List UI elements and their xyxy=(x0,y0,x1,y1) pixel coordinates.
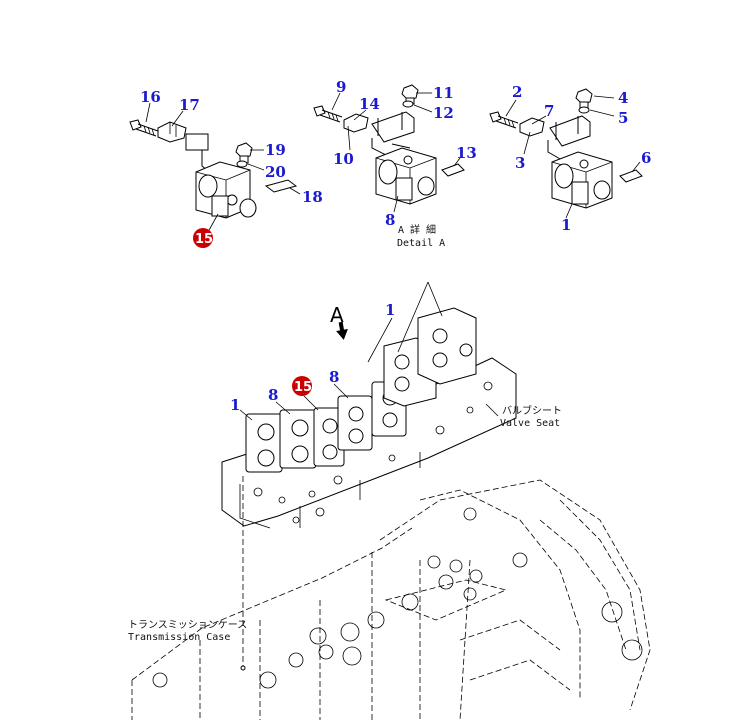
plug-icon xyxy=(575,88,593,109)
solenoid-valve-icon xyxy=(195,161,257,219)
bolt-icon xyxy=(313,105,343,123)
callout-17: 17 xyxy=(179,96,200,114)
assembly-right xyxy=(489,88,643,219)
callout-13: 13 xyxy=(456,144,477,162)
callout-11: 11 xyxy=(433,84,454,102)
bracket-icon xyxy=(157,121,187,143)
bracket-icon xyxy=(343,113,369,133)
callout-7: 7 xyxy=(544,102,554,120)
callout-10: 10 xyxy=(333,150,354,168)
callout-4: 4 xyxy=(618,89,628,107)
assembly-left xyxy=(129,102,301,233)
view-arrow-label: A xyxy=(330,303,344,327)
assembly-detail-a xyxy=(313,84,465,213)
callout-12: 12 xyxy=(433,104,454,122)
callout-19: 19 xyxy=(265,141,286,159)
callout-8-detail: 8 xyxy=(385,211,395,229)
transmission-case-en-label: Transmission Case xyxy=(128,632,230,643)
callout-6: 6 xyxy=(641,149,651,167)
callout-14: 14 xyxy=(359,95,380,113)
label-plate-icon xyxy=(619,169,643,183)
o-ring-icon xyxy=(236,160,248,168)
callout-9: 9 xyxy=(336,78,346,96)
callout-16: 16 xyxy=(140,88,161,106)
solenoid-valve-icon xyxy=(375,147,437,205)
transmission-case-jp-label: トランスミッションケース xyxy=(128,619,247,631)
valve-seat-assembly xyxy=(221,281,517,529)
svg-text:15: 15 xyxy=(294,380,312,395)
badge-15-top: 15 xyxy=(193,228,213,248)
plug-icon xyxy=(235,142,253,164)
view-arrow-icon xyxy=(336,321,348,340)
bolt-icon xyxy=(129,119,159,137)
solenoid-valve-icon xyxy=(383,307,477,407)
valve-seat-en-label: Valve Seat xyxy=(500,418,560,429)
label-plate-icon xyxy=(441,163,465,177)
callouts: 16 17 19 20 18 9 14 11 12 10 13 8 2 7 4 … xyxy=(140,78,651,414)
detail-a-en-label: Detail A xyxy=(397,238,445,249)
callout-1-seat-front: 1 xyxy=(230,396,240,414)
callout-8-seat-left: 8 xyxy=(268,386,278,404)
callout-5: 5 xyxy=(618,109,628,127)
callout-1-right: 1 xyxy=(561,216,571,234)
label-plate-icon xyxy=(264,179,298,193)
badge-15-seat: 15 xyxy=(292,376,312,396)
callout-20: 20 xyxy=(265,163,286,181)
bracket-icon xyxy=(519,117,545,137)
o-ring-icon xyxy=(402,100,414,108)
callout-1-seat-back: 1 xyxy=(385,301,395,319)
callout-18: 18 xyxy=(302,188,323,206)
callout-8-seat-right: 8 xyxy=(329,368,339,386)
solenoid-valve-icon xyxy=(245,381,407,473)
svg-text:15: 15 xyxy=(195,232,213,247)
detail-a-jp-label: A 詳 細 xyxy=(398,223,436,236)
bolt-icon xyxy=(489,111,519,129)
solenoid-valve-icon xyxy=(551,151,613,209)
callout-3: 3 xyxy=(515,154,525,172)
callout-2: 2 xyxy=(512,83,522,101)
transmission-case xyxy=(131,476,651,720)
o-ring-icon xyxy=(578,106,590,114)
valve-seat-jp-label: バルブシート xyxy=(502,404,562,417)
